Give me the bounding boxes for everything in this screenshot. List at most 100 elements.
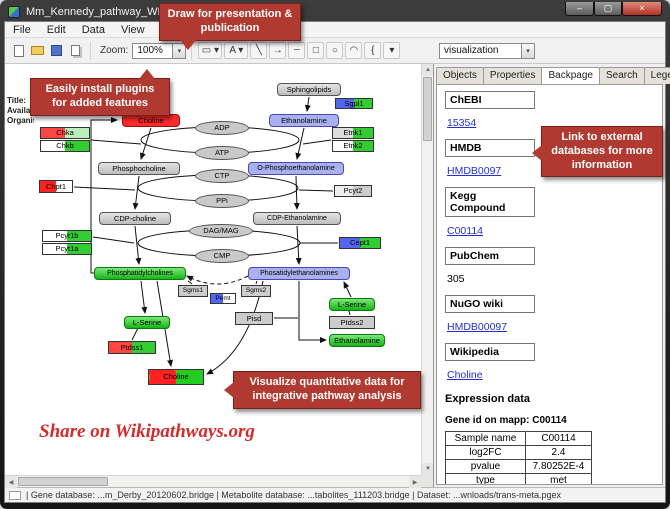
callout-pointer xyxy=(532,145,542,161)
maximize-button[interactable]: ▢ xyxy=(594,2,622,16)
menu-bar: FileEditDataViewPluginsHelp xyxy=(5,22,665,38)
client-area: FileEditDataViewPluginsHelp Zoom: 100% ▾… xyxy=(4,21,670,503)
arrow-tool-icon[interactable]: → xyxy=(269,42,287,59)
pathway-node-ethanolamine[interactable]: Ethanolamine xyxy=(269,114,339,127)
vertical-scroll-thumb[interactable] xyxy=(423,77,432,141)
menu-file[interactable]: File xyxy=(13,23,31,36)
selection-handle[interactable] xyxy=(174,384,179,385)
pathway-node-phosatidylethanolamines[interactable]: Phosatidylethanolamines xyxy=(248,267,350,280)
visualization-value: visualization xyxy=(444,45,499,56)
table-cell: log2FC xyxy=(445,445,526,460)
template-dropdown-icon[interactable]: ▾ xyxy=(383,42,401,59)
tab-legend[interactable]: Legend xyxy=(643,67,670,84)
backpage-link[interactable]: HMDB00097 xyxy=(447,321,508,333)
datanode-combo[interactable]: ▭ ▾ xyxy=(198,42,223,59)
pathway-canvas[interactable]: Title: Availability: Organism: Sphingoli… xyxy=(5,64,421,475)
pathway-node-o-phosphoethanolamine[interactable]: O-Phosphoethanolamine xyxy=(248,162,344,175)
selection-handle[interactable] xyxy=(203,369,204,371)
pathway-node-ptdss1[interactable]: Ptdss1 xyxy=(108,341,156,354)
pathway-node-cdp-ethanolamine[interactable]: CDP-Ethanolamine xyxy=(253,212,341,225)
tab-objects[interactable]: Objects xyxy=(436,67,484,84)
pathway-node-sgms2[interactable]: Sgms2 xyxy=(241,285,271,297)
pathway-node-dag-mag[interactable]: DAG/MAG xyxy=(189,224,253,238)
selection-handle[interactable] xyxy=(149,375,150,380)
pathway-node-choline[interactable]: Choline xyxy=(148,369,204,385)
pathway-node-pcyt1a[interactable]: Pcyt1a xyxy=(42,243,92,255)
rectangle-tool-icon[interactable]: □ xyxy=(307,42,325,59)
minimize-button[interactable]: – xyxy=(565,2,594,16)
selection-handle[interactable] xyxy=(203,384,204,385)
backpage-header-pubchem: PubChem xyxy=(445,247,535,265)
brace-tool-icon[interactable]: { xyxy=(364,42,382,59)
pathway-node-pcyt2[interactable]: Pcyt2 xyxy=(334,185,372,197)
scroll-right-icon[interactable]: ▶ xyxy=(409,476,421,488)
menu-data[interactable]: Data xyxy=(81,23,105,36)
pathway-node-chpt1[interactable]: Chpt1 xyxy=(39,180,73,193)
label-combo[interactable]: A ▾ xyxy=(224,42,249,59)
title-bar[interactable]: Mm_Kennedy_pathway_WP1771_45176.gpml – ▢… xyxy=(4,2,666,21)
scroll-down-icon[interactable]: ▼ xyxy=(422,463,434,475)
pathway-node-sphingolipids[interactable]: Sphingolipids xyxy=(277,83,341,96)
dashed-line-tool-icon[interactable]: ┄ xyxy=(288,42,306,59)
vertical-scrollbar[interactable]: ▲ ▼ xyxy=(421,64,434,475)
backpage-link[interactable]: C00114 xyxy=(447,225,484,237)
menu-edit[interactable]: Edit xyxy=(46,23,66,36)
visualization-combobox[interactable]: visualization ▾ xyxy=(439,42,535,59)
new-file-button[interactable] xyxy=(9,41,28,60)
selection-handle[interactable] xyxy=(148,384,150,385)
close-button[interactable]: × xyxy=(622,2,662,16)
pathway-node-atp[interactable]: ATP xyxy=(195,146,249,160)
horizontal-scrollbar[interactable]: ◀ ▶ xyxy=(5,475,421,488)
open-folder-button[interactable] xyxy=(28,41,47,60)
pathway-node-phosphatidylcholines[interactable]: Phosphatidylcholines xyxy=(94,267,186,280)
line-tool-icon[interactable]: ╲ xyxy=(250,42,268,59)
pathway-node-pisd[interactable]: Pisd xyxy=(235,312,273,325)
callout-link: Link to external databases for more info… xyxy=(532,126,663,178)
window-controls: – ▢ × xyxy=(565,2,662,16)
tab-search[interactable]: Search xyxy=(598,67,645,84)
backpage-link[interactable]: 15354 xyxy=(447,117,477,129)
save-button[interactable] xyxy=(47,41,66,60)
pathway-node-sgpl1[interactable]: Sgpl1 xyxy=(335,98,373,109)
scroll-up-icon[interactable]: ▲ xyxy=(422,64,434,76)
pathway-node-etnk1[interactable]: Etnk1 xyxy=(332,127,374,139)
pathway-node-adp[interactable]: ADP xyxy=(195,121,249,135)
pathway-node-phosphocholine[interactable]: Phosphocholine xyxy=(98,162,180,175)
status-progress-box xyxy=(9,490,21,500)
zoom-combobox[interactable]: 100% ▾ xyxy=(132,42,187,59)
pathway-node-cept1[interactable]: Cept1 xyxy=(339,237,381,249)
chevron-down-icon[interactable]: ▾ xyxy=(521,43,534,58)
pathway-node-etnk2[interactable]: Etnk2 xyxy=(332,140,374,152)
backpage-link[interactable]: HMDB0097 xyxy=(447,165,502,177)
pathway-node-l-serine[interactable]: L-Serine xyxy=(124,316,170,329)
pathway-node-sgms1[interactable]: Sgms1 xyxy=(178,285,208,297)
callout-plugins-text: Easily install plugins for added feature… xyxy=(45,83,155,109)
copy-button[interactable] xyxy=(66,41,85,60)
tab-properties[interactable]: Properties xyxy=(482,67,543,84)
pathway-node-ctp[interactable]: CTP xyxy=(195,169,249,183)
pathway-node-ethanolamine[interactable]: Ethanolamine xyxy=(329,334,385,347)
ellipse-tool-icon[interactable]: ○ xyxy=(326,42,344,59)
selection-handle[interactable] xyxy=(149,370,150,371)
main-area: Title: Availability: Organism: Sphingoli… xyxy=(5,64,670,488)
pathway-node-chkb[interactable]: Chkb xyxy=(40,140,90,152)
menu-view[interactable]: View xyxy=(120,23,145,36)
selection-handle[interactable] xyxy=(174,370,179,371)
pathway-node-ptdss2[interactable]: Ptdss2 xyxy=(329,316,375,329)
pathway-node-cdp-choline[interactable]: CDP-choline xyxy=(99,212,171,225)
horizontal-scroll-thumb[interactable] xyxy=(18,477,108,486)
pathway-node-chka[interactable]: Chka xyxy=(40,127,90,139)
pathway-node-ppi[interactable]: PPi xyxy=(195,194,249,208)
pathway-node-pemt[interactable]: Pemt xyxy=(210,293,236,304)
tab-backpage[interactable]: Backpage xyxy=(541,67,600,84)
pathway-node-choline[interactable]: Choline xyxy=(122,114,180,127)
selection-handle[interactable] xyxy=(203,375,204,380)
pathway-node-pcyt1b[interactable]: Pcyt1b xyxy=(42,230,92,242)
scroll-left-icon[interactable]: ◀ xyxy=(5,476,17,488)
pathway-node-l-serine[interactable]: L-Serine xyxy=(329,298,375,311)
backpage-link[interactable]: Choline xyxy=(447,369,483,381)
arc-tool-icon[interactable]: ◠ xyxy=(345,42,363,59)
pathway-node-cmp[interactable]: CMP xyxy=(195,249,249,263)
